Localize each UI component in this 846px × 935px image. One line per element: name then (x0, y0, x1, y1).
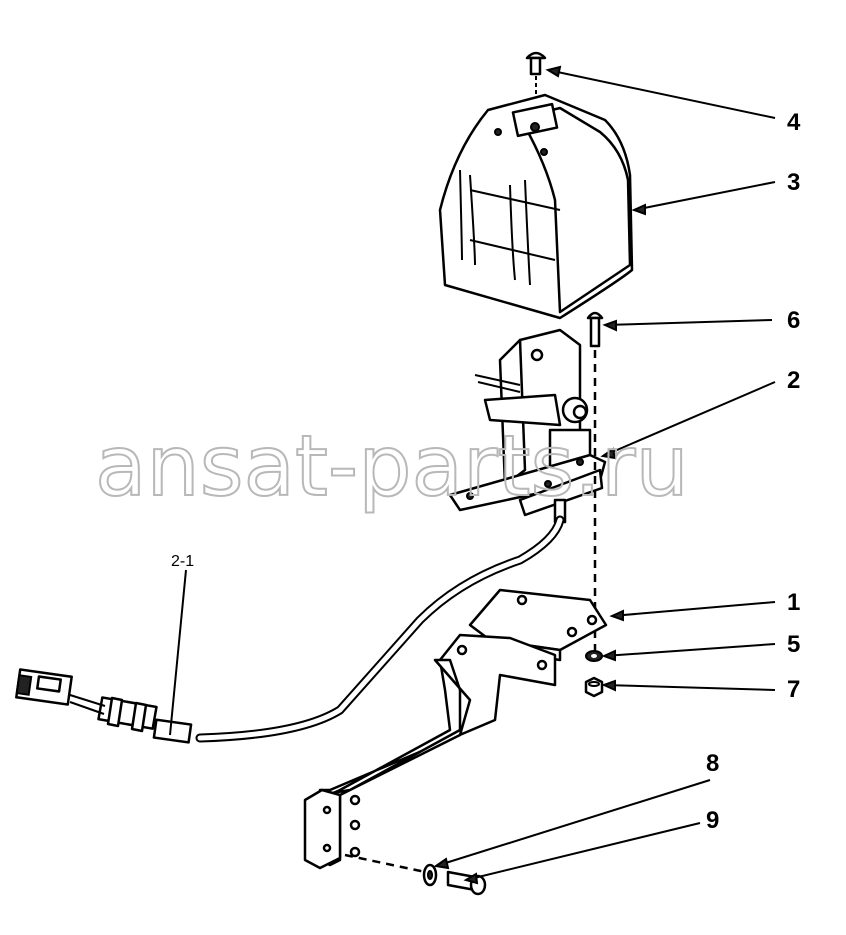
callout-3: 3 (787, 169, 800, 196)
part-3-cover (438, 93, 634, 320)
callout-6: 6 (787, 307, 800, 334)
part-6-bolt (586, 311, 604, 348)
part-7-nut (584, 676, 604, 698)
callout-5: 5 (787, 631, 800, 658)
leader-lines (169, 65, 776, 885)
part-4-screw (525, 51, 547, 100)
callout-4: 4 (787, 109, 801, 136)
part-9-bolt (446, 870, 487, 896)
callout-2: 2 (787, 367, 800, 394)
part-2-1-cable (15, 515, 565, 744)
part-1-bracket (303, 588, 608, 870)
callout-7: 7 (787, 676, 800, 703)
alignment-line-mount (344, 853, 431, 875)
callout-9: 9 (706, 807, 719, 834)
part-5-washer (585, 650, 603, 662)
watermark-text: ansat-parts.ru (95, 417, 689, 515)
callout-8: 8 (706, 750, 719, 777)
part-2-switch-assembly (448, 328, 607, 524)
part-8-washer (422, 863, 438, 887)
callout-1: 1 (787, 589, 800, 616)
callout-2-1: 2-1 (171, 553, 194, 570)
